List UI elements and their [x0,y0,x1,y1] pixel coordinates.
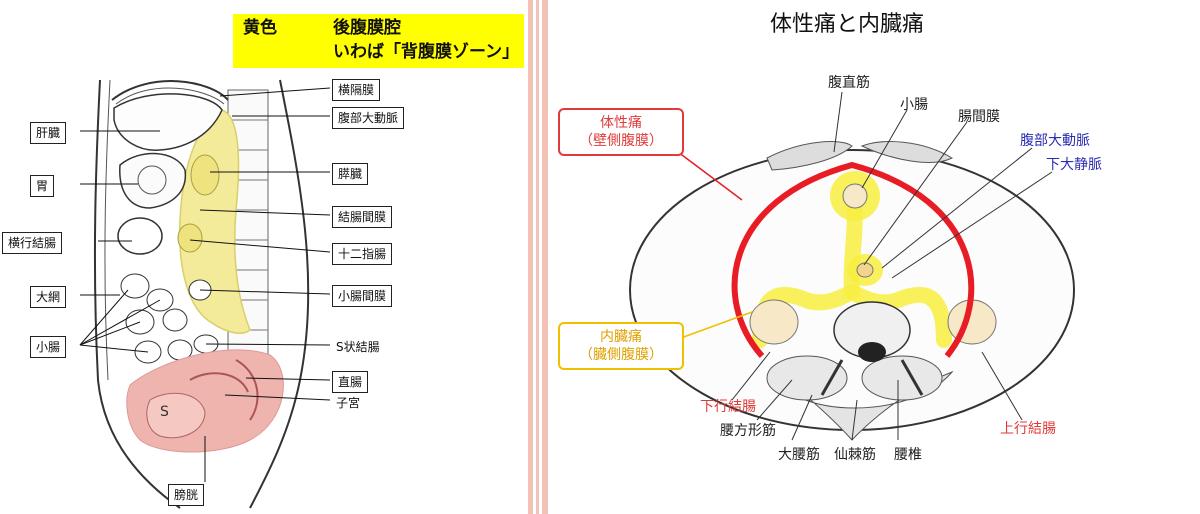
label-rectum: 直腸 [332,371,369,393]
label-pancreas: 膵臓 [332,163,369,185]
label-psoas: 大腰筋 [778,447,820,463]
note-line-2: いわば「背腹膜ゾーン」 [333,42,520,62]
label-rectus-abdominis: 腹直筋 [828,75,870,91]
callout-visceral-pain: 内臓痛 （臓側腹膜） [558,322,684,370]
stomach-shape [119,152,187,209]
callout-visceral-line-2: （臓側腹膜） [579,347,663,363]
label-transverse-colon: 横行結腸 [2,232,63,254]
callout-visceral-line-1: 内臓痛 [600,329,642,345]
note-color-label: 黄色 [243,18,277,38]
label-quadratus-lumborum: 腰方形筋 [720,423,776,439]
note-line-1: 後腹膜腔 [333,18,401,38]
label-abdominal-aorta-r: 腹部大動脈 [1020,133,1090,149]
label-abdominal-aorta: 腹部大動脈 [332,107,405,129]
label-mesocolon: 結腸間膜 [332,206,393,228]
parietal-peritoneum-arc [731,161,975,358]
label-lumbar-vertebra: 腰椎 [894,447,922,463]
callout-somatic-pain: 体性痛 （壁側腹膜） [558,108,684,156]
label-sigmoid-colon: S状結腸 [336,340,380,354]
label-omentum: 大網 [30,286,67,308]
label-mesentery: 小腸間膜 [332,285,393,307]
sigmoid-s-mark: S [160,404,169,420]
right-title: 体性痛と内臓痛 [770,12,925,37]
panel-divider [524,0,552,514]
label-stomach: 胃 [30,175,55,197]
sagittal-section-drawing [79,79,331,509]
cross-section-drawing [629,91,1075,441]
visceral-peritoneum-glow [752,171,952,348]
lumbar-vertebra [820,301,924,396]
callout-somatic-line-2: （壁側腹膜） [579,133,663,149]
liver-shape [113,93,223,151]
small-intestine-loops [120,273,219,364]
label-duodenum: 十二指腸 [332,243,393,265]
label-mesentery-r: 腸間膜 [958,109,1000,125]
transverse-colon-shape [117,217,163,255]
callout-somatic-line-1: 体性痛 [600,115,642,131]
label-erector-spinae: 仙棘筋 [834,447,876,463]
cross-section-panel [552,0,1200,514]
label-liver: 肝臓 [30,122,67,144]
label-small-intestine: 小腸 [30,336,67,358]
retroperitoneal-note: 黄色 後腹膜腔 いわば「背腹膜ゾーン」 [233,14,553,68]
label-small-intestine-r: 小腸 [900,97,928,113]
label-ivc: 下大静脈 [1046,157,1102,173]
label-bladder: 膀胱 [168,484,205,506]
label-ascending-colon: 上行結腸 [1000,421,1056,437]
label-descending-colon: 下行結腸 [700,399,756,415]
label-uterus: 子宮 [336,396,361,410]
sagittal-diagram-panel: 黄色 後腹膜腔 いわば「背腹膜ゾーン」 肝臓 胃 横行結腸 大網 小腸 横隔膜 … [0,0,553,514]
label-diaphragm: 横隔膜 [332,79,381,101]
